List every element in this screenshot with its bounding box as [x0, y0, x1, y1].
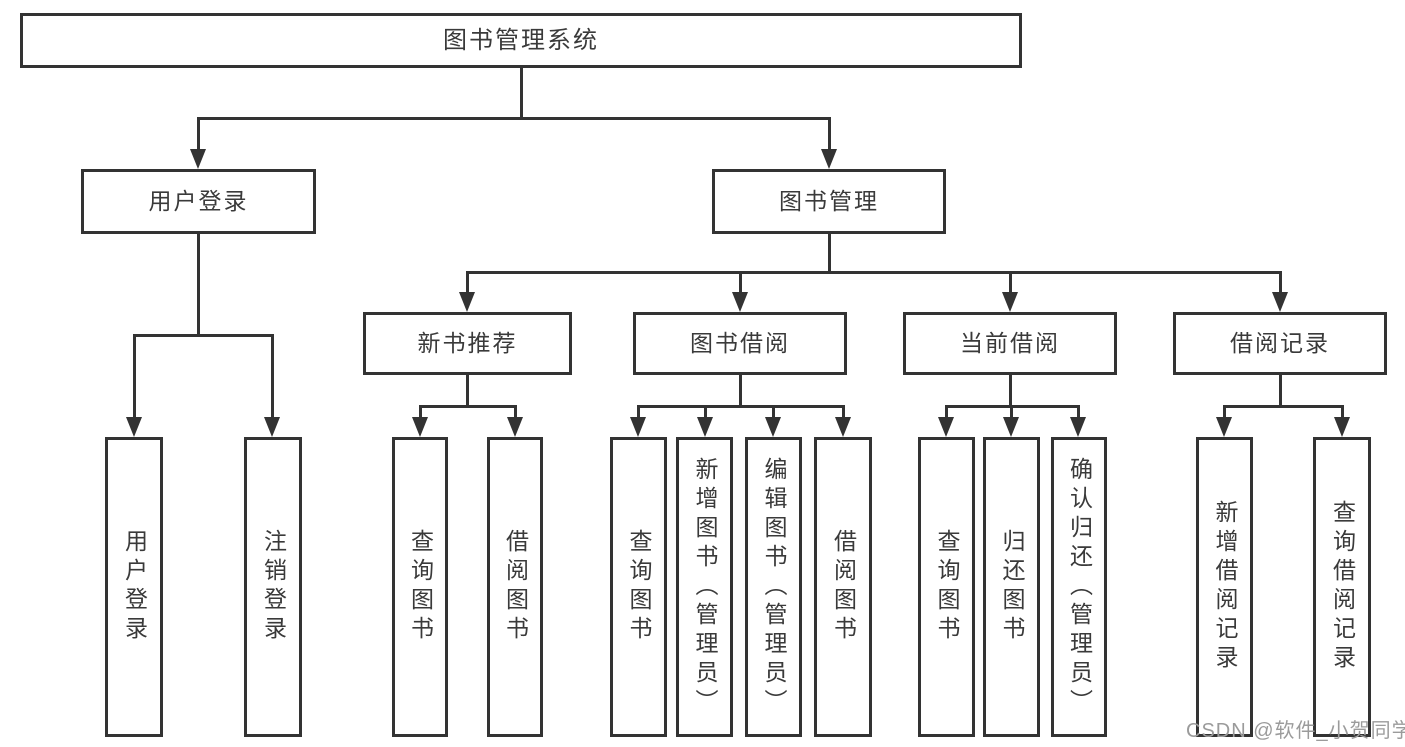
arrowhead-cb1 — [938, 417, 954, 437]
node-new-book-recommend: 新书推荐 — [363, 312, 572, 375]
arrowhead-bb3 — [765, 417, 781, 437]
edge-drop-leaf-logout — [271, 334, 274, 420]
leaf-query-book-1: 查询图书 — [392, 437, 448, 737]
arrowhead-cb3 — [1070, 417, 1086, 437]
edge-new-book-rail — [419, 405, 517, 408]
leaf-query-book-2: 查询图书 — [610, 437, 667, 737]
arrowhead-user-login — [190, 149, 206, 169]
arrowhead-bb4 — [835, 417, 851, 437]
arrowhead-borrow-record — [1272, 292, 1288, 312]
leaf-add-borrow-record: 新增借阅记录 — [1196, 437, 1253, 737]
arrowhead-bb2 — [697, 417, 713, 437]
node-book-borrow: 图书借阅 — [633, 312, 847, 375]
leaf-return-book: 归还图书 — [983, 437, 1040, 737]
arrowhead-nb2 — [507, 417, 523, 437]
node-root: 图书管理系统 — [20, 13, 1022, 68]
leaf-query-borrow-record: 查询借阅记录 — [1313, 437, 1371, 737]
leaf-query-book-3: 查询图书 — [918, 437, 975, 737]
arrowhead-cb2 — [1003, 417, 1019, 437]
edge-drop-borrow-record — [1279, 271, 1282, 295]
edge-book-mgmt-rail — [466, 271, 1282, 274]
leaf-confirm-return-admin: 确认归还（管理员） — [1051, 437, 1107, 737]
edge-drop-bb1 — [637, 405, 640, 420]
edge-drop-rc1 — [1223, 405, 1226, 420]
edge-root-stem — [520, 67, 523, 120]
edge-drop-leaf-user-login — [133, 334, 136, 420]
node-current-borrow: 当前借阅 — [903, 312, 1117, 375]
arrowhead-current-borrow — [1002, 292, 1018, 312]
leaf-borrow-book-2: 借阅图书 — [814, 437, 872, 737]
node-borrow-record: 借阅记录 — [1173, 312, 1387, 375]
edge-book-borrow-rail — [637, 405, 845, 408]
edge-drop-book-borrow — [739, 271, 742, 295]
arrowhead-nb1 — [412, 417, 428, 437]
edge-root-rail — [197, 117, 831, 120]
node-user-login: 用户登录 — [81, 169, 316, 234]
leaf-edit-book-admin: 编辑图书（管理员） — [745, 437, 802, 737]
edge-current-stem — [1009, 375, 1012, 408]
edge-record-rail — [1223, 405, 1344, 408]
edge-drop-new-book — [466, 271, 469, 295]
edge-book-mgmt-stem — [828, 233, 831, 274]
arrowhead-book-borrow — [732, 292, 748, 312]
leaf-user-login: 用户登录 — [105, 437, 163, 737]
arrowhead-leaf-logout — [264, 417, 280, 437]
edge-drop-cb1 — [945, 405, 948, 420]
edge-drop-cb3 — [1077, 405, 1080, 420]
arrowhead-new-book — [459, 292, 475, 312]
edge-drop-bb3 — [772, 405, 775, 420]
edge-drop-nb2 — [514, 405, 517, 420]
edge-drop-bb4 — [842, 405, 845, 420]
edge-user-login-rail — [133, 334, 274, 337]
csdn-watermark: CSDN @软件_小贺同学 — [1186, 720, 1405, 742]
edge-drop-nb1 — [419, 405, 422, 420]
arrowhead-bb1 — [630, 417, 646, 437]
edge-drop-rc2 — [1341, 405, 1344, 420]
arrowhead-rc1 — [1216, 417, 1232, 437]
edge-drop-cb2 — [1010, 405, 1013, 420]
edge-drop-book-mgmt — [828, 117, 831, 153]
arrowhead-rc2 — [1334, 417, 1350, 437]
edge-drop-bb2 — [704, 405, 707, 420]
arrowhead-book-mgmt — [821, 149, 837, 169]
edge-drop-current-borrow — [1009, 271, 1012, 295]
leaf-borrow-book-1: 借阅图书 — [487, 437, 543, 737]
leaf-add-book-admin: 新增图书（管理员） — [676, 437, 733, 737]
edge-new-book-stem — [466, 375, 469, 408]
node-book-management: 图书管理 — [712, 169, 946, 234]
edge-record-stem — [1279, 375, 1282, 408]
leaf-logout: 注销登录 — [244, 437, 302, 737]
edge-drop-user-login — [197, 117, 200, 153]
edge-user-login-stem — [197, 234, 200, 337]
arrowhead-leaf-user-login — [126, 417, 142, 437]
edge-book-borrow-stem — [739, 375, 742, 408]
